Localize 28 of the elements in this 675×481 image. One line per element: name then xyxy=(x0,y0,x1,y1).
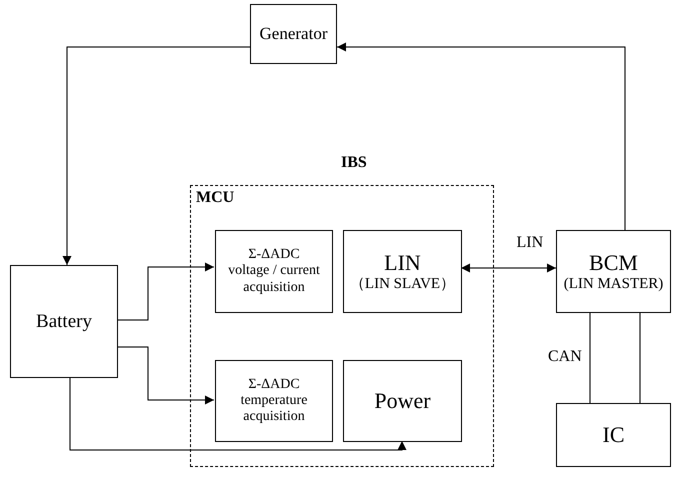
block-title: Generator xyxy=(260,24,328,44)
block-subtitle: (LIN MASTER) xyxy=(564,276,664,293)
block-title: Power xyxy=(374,388,431,414)
arrow xyxy=(118,262,214,320)
arrow xyxy=(70,378,406,450)
group-heading: IBS xyxy=(341,154,367,172)
block-title: IC xyxy=(602,422,624,448)
block-subtitle: （LIN SLAVE） xyxy=(350,276,456,293)
block-title: Σ-ΔADC xyxy=(248,247,300,264)
function-block xyxy=(215,230,333,313)
function-block xyxy=(343,230,462,313)
block-title: Battery xyxy=(36,310,92,332)
arrow xyxy=(118,346,214,404)
function-block xyxy=(343,360,462,442)
function-block xyxy=(215,360,333,442)
block-subtitle: voltage / current acquisition xyxy=(227,263,321,296)
block-title: BCM xyxy=(589,250,638,276)
arrow xyxy=(336,42,626,230)
arrow xyxy=(62,46,250,266)
component-box xyxy=(556,230,671,313)
block-title: LIN xyxy=(384,250,421,276)
block-title: Σ-ΔADC xyxy=(248,376,300,393)
component-box xyxy=(10,265,118,378)
subgroup-heading: MCU xyxy=(196,189,234,208)
component-box xyxy=(556,403,671,467)
block-subtitle: temperature acquisition xyxy=(240,392,308,426)
arrow xyxy=(460,264,556,272)
component-box xyxy=(250,4,337,64)
